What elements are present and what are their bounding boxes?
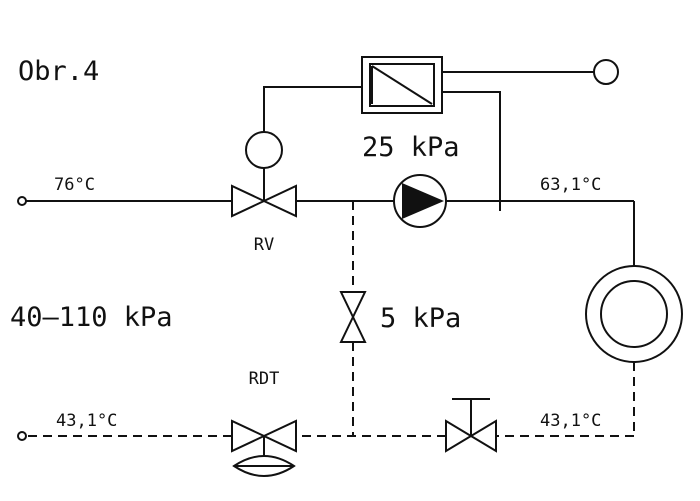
figure-label: Obr.4 xyxy=(18,56,99,87)
pressure-range-label: 40–110 kPa xyxy=(10,302,173,333)
rdt-valve-icon xyxy=(231,419,297,477)
rdt-valve-label: RDT xyxy=(249,369,280,389)
bypass-pressure-label: 5 kPa xyxy=(380,303,461,334)
bypass-valve-icon xyxy=(339,291,367,343)
shutoff-valve-icon xyxy=(445,398,497,453)
pump-pressure-label: 25 kPa xyxy=(362,132,460,163)
supply-inlet-terminal xyxy=(17,196,27,206)
controller-icon xyxy=(361,56,443,114)
actuator-control-line xyxy=(263,86,362,132)
return-outlet-temp-label: 43,1°C xyxy=(56,411,117,431)
supply-temp-label: 76°C xyxy=(54,175,95,195)
supply-sensor-line xyxy=(442,91,501,211)
radiator-icon xyxy=(585,265,683,363)
pump-icon xyxy=(393,174,447,228)
outdoor-sensor-icon xyxy=(593,59,619,85)
return-outlet-terminal xyxy=(17,431,27,441)
return-inlet-temp-label: 43,1°C xyxy=(540,411,601,431)
rv-valve-label: RV xyxy=(254,235,274,255)
after-pump-temp-label: 63,1°C xyxy=(540,175,601,195)
rv-valve-icon xyxy=(231,131,297,218)
